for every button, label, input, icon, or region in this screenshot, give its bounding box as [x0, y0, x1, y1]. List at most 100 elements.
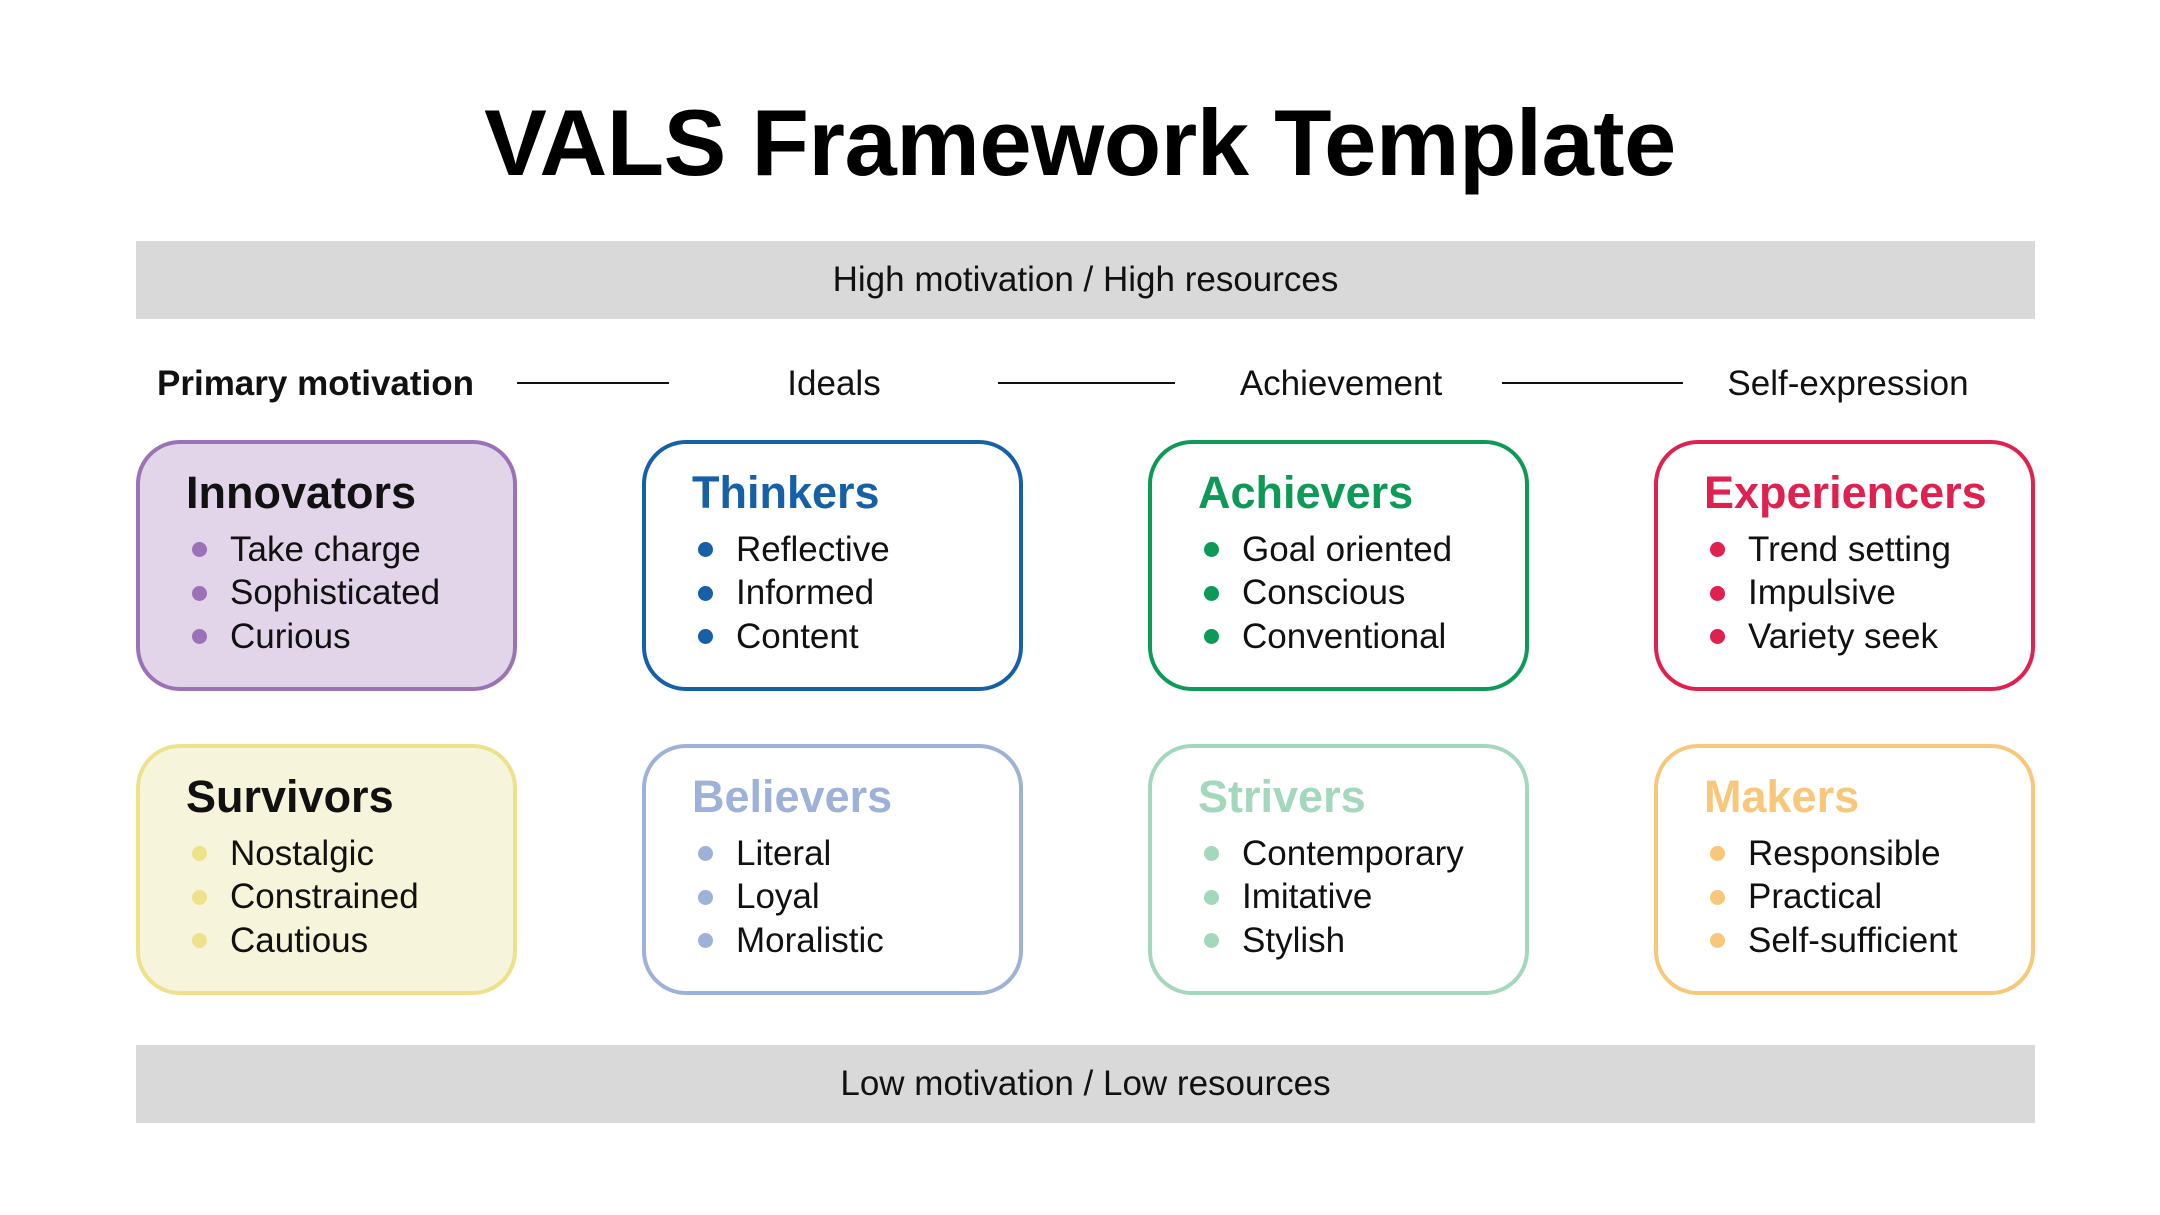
- trait-label: Reflective: [736, 529, 890, 569]
- trait-item: Loyal: [692, 876, 884, 920]
- trait-label: Sophisticated: [230, 573, 441, 613]
- trait-label: Literal: [736, 833, 832, 873]
- trait-label: Imitative: [1242, 877, 1373, 917]
- motivation-self-expression: Self-expression: [1727, 364, 1969, 403]
- bullet-icon: [1710, 542, 1725, 558]
- bullet-icon: [1710, 846, 1725, 862]
- trait-item: Nostalgic: [186, 832, 419, 876]
- trait-label: Conscious: [1242, 573, 1406, 613]
- trait-label: Constrained: [230, 877, 419, 917]
- trait-label: Self-sufficient: [1748, 920, 1958, 960]
- bullet-icon: [192, 846, 207, 862]
- primary-motivation-label: Primary motivation: [157, 364, 475, 403]
- trait-item: Self-sufficient: [1704, 919, 1957, 963]
- bullet-icon: [698, 585, 713, 601]
- trait-label: Impulsive: [1748, 573, 1896, 613]
- trait-label: Contemporary: [1242, 833, 1464, 873]
- bullet-icon: [1710, 629, 1725, 645]
- trait-item: Contemporary: [1198, 832, 1464, 876]
- connector-line: [1502, 382, 1683, 384]
- trait-item: Curious: [186, 615, 440, 659]
- motivation-achievement: Achievement: [1239, 364, 1443, 403]
- bullet-icon: [698, 846, 713, 862]
- trait-label: Conventional: [1242, 616, 1447, 656]
- trait-item: Impulsive: [1704, 572, 1951, 616]
- segment-title: Strivers: [1198, 771, 1366, 822]
- segment-title: Innovators: [186, 467, 417, 518]
- bullet-icon: [192, 889, 207, 905]
- trait-label: Curious: [230, 616, 351, 656]
- trait-item: Conscious: [1198, 572, 1452, 616]
- bullet-icon: [1204, 542, 1219, 558]
- trait-item: Sophisticated: [186, 572, 440, 616]
- bullet-icon: [1710, 933, 1725, 949]
- segment-title: Survivors: [186, 771, 394, 822]
- trait-item: Variety seek: [1704, 615, 1951, 659]
- connector-line: [517, 382, 669, 384]
- low-resources-band: Low motivation / Low resources: [136, 1045, 2035, 1123]
- motivation-ideals: Ideals: [787, 364, 881, 403]
- trait-label: Content: [736, 616, 859, 656]
- trait-label: Variety seek: [1748, 616, 1938, 656]
- trait-item: Responsible: [1704, 832, 1957, 876]
- trait-label: Loyal: [736, 877, 820, 917]
- trait-item: Literal: [692, 832, 884, 876]
- trait-item: Take charge: [186, 528, 440, 572]
- trait-label: Practical: [1748, 877, 1883, 917]
- trait-item: Trend setting: [1704, 528, 1951, 572]
- trait-item: Conventional: [1198, 615, 1452, 659]
- trait-item: Reflective: [692, 528, 890, 572]
- bullet-icon: [1204, 889, 1219, 905]
- trait-item: Constrained: [186, 876, 419, 920]
- trait-label: Goal oriented: [1242, 529, 1453, 569]
- bullet-icon: [192, 933, 207, 949]
- segment-title: Believers: [692, 771, 893, 822]
- bullet-icon: [698, 629, 713, 645]
- bullet-icon: [192, 542, 207, 558]
- bullet-icon: [1204, 933, 1219, 949]
- connector-line: [998, 382, 1175, 384]
- trait-label: Trend setting: [1748, 529, 1951, 569]
- trait-label: Cautious: [230, 920, 369, 960]
- trait-label: Moralistic: [736, 920, 884, 960]
- trait-label: Nostalgic: [230, 833, 374, 873]
- segment-title: Achievers: [1198, 467, 1414, 518]
- bullet-icon: [1204, 846, 1219, 862]
- trait-item: Practical: [1704, 876, 1957, 920]
- low-resources-label: Low motivation / Low resources: [840, 1064, 1331, 1103]
- high-resources-label: High motivation / High resources: [832, 260, 1339, 299]
- trait-label: Informed: [736, 573, 875, 613]
- trait-item: Goal oriented: [1198, 528, 1452, 572]
- bullet-icon: [1710, 585, 1725, 601]
- bullet-icon: [698, 933, 713, 949]
- trait-label: Responsible: [1748, 833, 1941, 873]
- high-resources-band: High motivation / High resources: [136, 241, 2035, 319]
- bullet-icon: [1710, 889, 1725, 905]
- trait-item: Moralistic: [692, 919, 884, 963]
- segment-title: Thinkers: [692, 467, 880, 518]
- bullet-icon: [1204, 585, 1219, 601]
- segment-title: Makers: [1704, 771, 1860, 822]
- trait-item: Informed: [692, 572, 890, 616]
- trait-item: Imitative: [1198, 876, 1464, 920]
- segment-title: Experiencers: [1704, 467, 1987, 518]
- trait-item: Cautious: [186, 919, 419, 963]
- trait-item: Content: [692, 615, 890, 659]
- bullet-icon: [192, 585, 207, 601]
